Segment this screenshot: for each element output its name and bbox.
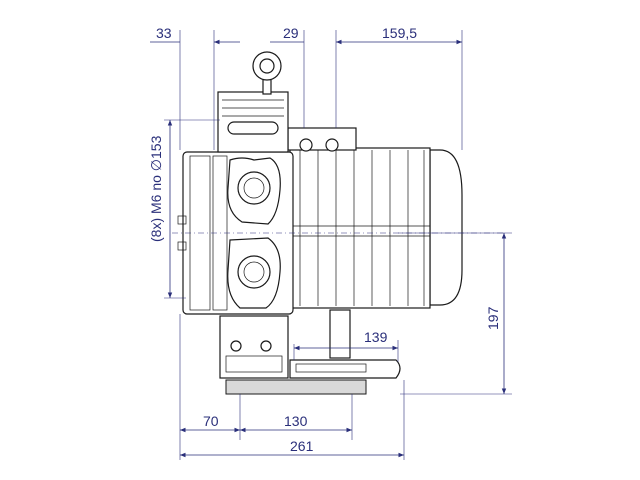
port-icon	[237, 171, 271, 205]
dim-197: 197	[485, 306, 501, 330]
pump-body	[177, 51, 463, 395]
dim-33: 33	[156, 25, 172, 41]
dim-29: 29	[283, 25, 299, 41]
dim-159-5: 159,5	[382, 25, 417, 41]
motor-fins	[290, 150, 430, 306]
bottom-flange	[219, 315, 289, 379]
dim-261: 261	[290, 438, 314, 454]
top-flange	[217, 91, 289, 153]
dim-70: 70	[203, 413, 219, 429]
motor-housing	[289, 147, 431, 309]
dim-139: 139	[364, 329, 388, 345]
port-icon	[237, 255, 271, 289]
gland-icon	[299, 138, 313, 152]
terminal-box	[287, 127, 357, 151]
motor-fan-cover	[429, 149, 463, 306]
dimension-lines	[150, 30, 512, 460]
dim-130: 130	[284, 413, 308, 429]
dim-mounting-holes: (8x) M6 no ∅153	[148, 135, 164, 242]
base-plate	[225, 379, 367, 395]
gland-icon	[325, 138, 339, 152]
